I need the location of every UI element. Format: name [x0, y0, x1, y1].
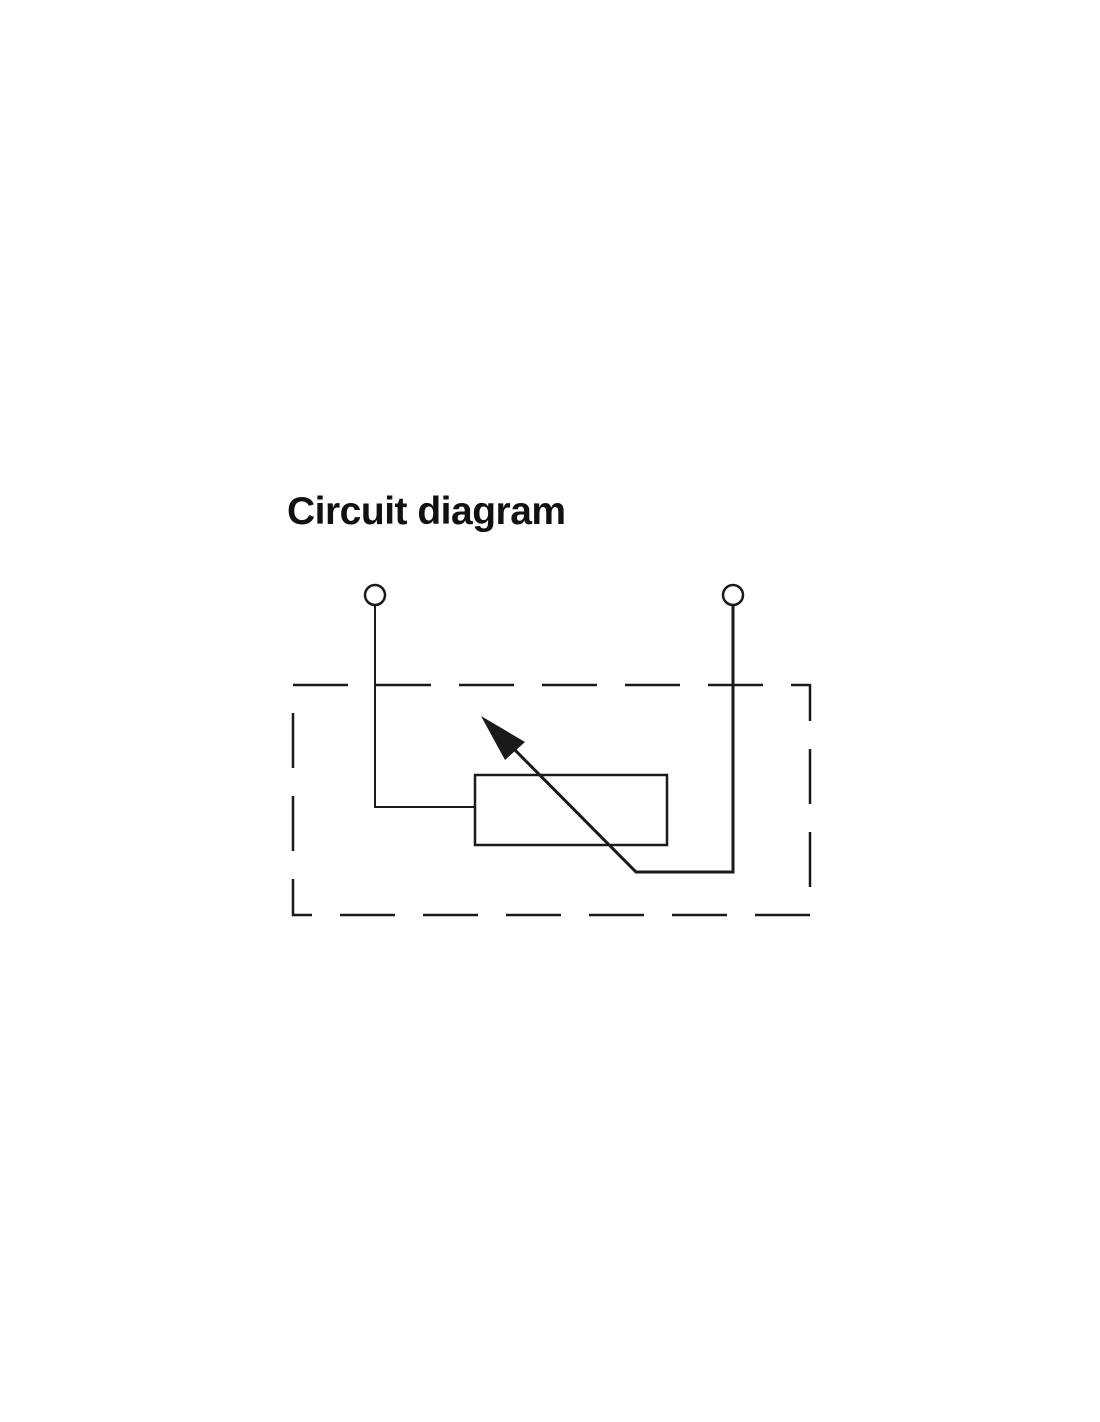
- terminal-right: [721, 583, 745, 607]
- diagram-title: Circuit diagram: [287, 490, 566, 533]
- wire-left: [374, 605, 475, 808]
- variable-arrow-head: [481, 716, 525, 760]
- dashed-enclosure: [291, 683, 812, 917]
- resistor: [473, 773, 669, 847]
- wire-right: [503, 605, 735, 874]
- terminal-left: [363, 583, 387, 607]
